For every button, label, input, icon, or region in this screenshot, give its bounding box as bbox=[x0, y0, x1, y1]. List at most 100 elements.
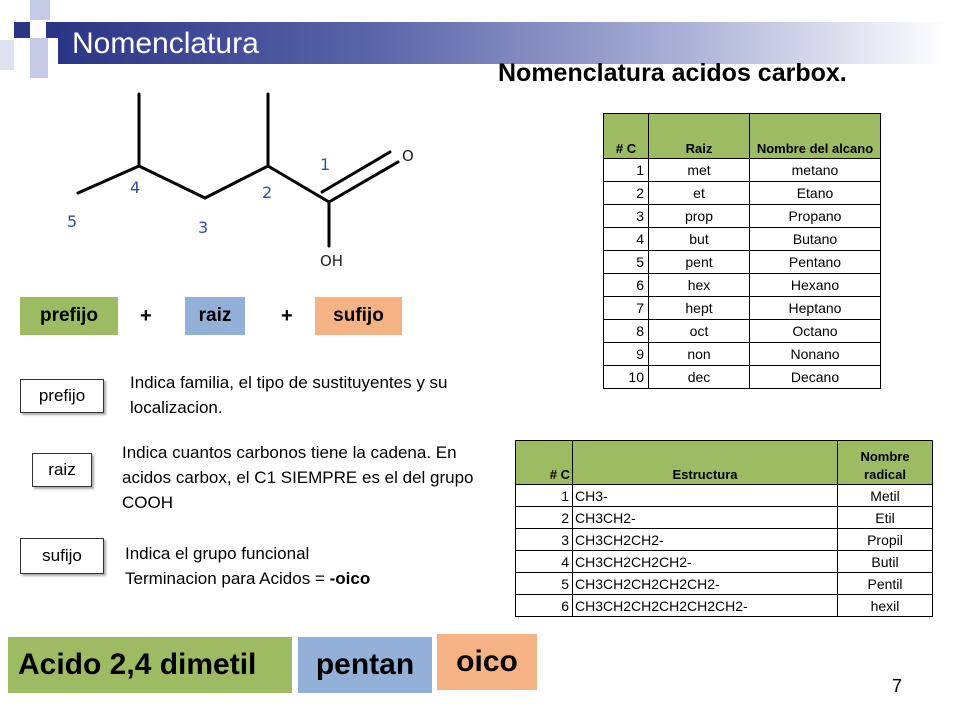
formula-plus-1: + bbox=[140, 305, 152, 327]
radical-row-cell: Metil bbox=[837, 484, 933, 507]
alkane-row-cell: hept bbox=[648, 296, 750, 320]
radical-row-cell: 6 bbox=[515, 594, 573, 617]
bond-c4-c3 bbox=[137, 164, 207, 200]
radical-row-cell: 1 bbox=[515, 484, 573, 507]
alkane-row-cell: 1 bbox=[603, 158, 649, 182]
carbon-number-1: 1 bbox=[320, 155, 331, 174]
alkane-row-cell: Octano bbox=[749, 319, 881, 343]
radical-row-cell: Propil bbox=[837, 528, 933, 551]
alkane-row-cell: Propano bbox=[749, 204, 881, 228]
alkane-row-cell: 7 bbox=[603, 296, 649, 320]
alkane-row-cell: 5 bbox=[603, 250, 649, 274]
decor-square-1 bbox=[14, 22, 30, 38]
section-subtitle: Nomenclatura acidos carbox. bbox=[498, 59, 847, 87]
alkane-row-cell: Hexano bbox=[749, 273, 881, 297]
radical-table-header: # C Estructura Nombre radical bbox=[515, 440, 933, 485]
definition-suffix: Indica el grupo funcional Terminacion pa… bbox=[125, 541, 485, 591]
alkane-row-cell: et bbox=[648, 181, 750, 205]
radical-row-cell: CH3CH2CH2CH2- bbox=[572, 550, 838, 573]
alkane-row-cell: met bbox=[648, 158, 750, 182]
term-prefix-box: prefijo bbox=[20, 379, 104, 413]
radical-row-cell: Butil bbox=[837, 550, 933, 573]
page-number: 7 bbox=[892, 676, 903, 696]
carbon-number-3: 3 bbox=[198, 218, 209, 237]
definition-prefix: Indica familia, el tipo de sustituyentes… bbox=[130, 373, 448, 417]
alkane-row-cell: 3 bbox=[603, 204, 649, 228]
alkane-header-name: Nombre del alcano bbox=[749, 113, 881, 159]
radical-row-cell: Pentil bbox=[837, 572, 933, 595]
radical-header-nc: # C bbox=[515, 440, 573, 485]
alkane-row-cell: Decano bbox=[749, 365, 881, 389]
alkane-row-cell: non bbox=[648, 342, 750, 366]
alkane-row-cell: dec bbox=[648, 365, 750, 389]
definition-suffix-line1: Indica el grupo funcional bbox=[125, 544, 310, 563]
alkane-row-cell: 8 bbox=[603, 319, 649, 343]
alkane-row-cell: 4 bbox=[603, 227, 649, 251]
alkane-row-cell: Heptano bbox=[749, 296, 881, 320]
structure-diagram bbox=[76, 92, 400, 248]
radical-header-structure: Estructura bbox=[572, 440, 838, 485]
definition-suffix-line2-text: Terminacion para Acidos = bbox=[125, 569, 330, 588]
alkane-row-cell: pent bbox=[648, 250, 750, 274]
page-title: Nomenclatura bbox=[72, 27, 259, 60]
alkane-row-cell: oct bbox=[648, 319, 750, 343]
radical-row-cell: 2 bbox=[515, 506, 573, 529]
radical-row-cell: 5 bbox=[515, 572, 573, 595]
formula-plus-2: + bbox=[281, 305, 293, 327]
alkane-header-root: Raiz bbox=[648, 113, 750, 159]
bond-c1-o-b bbox=[320, 150, 392, 194]
radical-header-name: Nombre radical bbox=[837, 440, 933, 485]
radical-row-cell: CH3CH2CH2CH2CH2- bbox=[572, 572, 838, 595]
term-suffix-box: sufijo bbox=[20, 538, 104, 574]
decor-square-5 bbox=[0, 40, 14, 70]
answer-part1: Acido 2,4 dimetil bbox=[8, 637, 292, 693]
alkane-row-cell: 6 bbox=[603, 273, 649, 297]
radical-row-cell: CH3CH2CH2- bbox=[572, 528, 838, 551]
alkane-row-cell: Etano bbox=[749, 181, 881, 205]
alkane-row-cell: Nonano bbox=[749, 342, 881, 366]
radical-row-cell: CH3CH2- bbox=[572, 506, 838, 529]
atom-oh: OH bbox=[320, 252, 344, 270]
radical-row-cell: hexil bbox=[837, 594, 933, 617]
alkane-row-cell: hex bbox=[648, 273, 750, 297]
title-bar bbox=[58, 22, 948, 64]
alkane-row-cell: metano bbox=[749, 158, 881, 182]
definition-suffix-ending: -oico bbox=[329, 569, 371, 588]
formula-suffix: sufijo bbox=[315, 297, 402, 335]
alkane-row-cell: Butano bbox=[749, 227, 881, 251]
formula-prefix: prefijo bbox=[20, 297, 118, 335]
radical-row-cell: Etil bbox=[837, 506, 933, 529]
carbon-number-5: 5 bbox=[67, 212, 78, 231]
answer-part3: oico bbox=[437, 634, 537, 690]
formula-root: raiz bbox=[185, 297, 245, 335]
decor-square-2 bbox=[30, 0, 50, 20]
alkane-table-header: # C Raiz Nombre del alcano bbox=[603, 113, 881, 159]
definition-root: Indica cuantos carbonos tiene la cadena.… bbox=[122, 443, 474, 512]
answer-part2: pentan bbox=[298, 637, 432, 693]
alkane-row-cell: Pentano bbox=[749, 250, 881, 274]
carbon-number-2: 2 bbox=[262, 183, 273, 202]
definition-suffix-line2: Terminacion para Acidos = -oico bbox=[125, 566, 485, 591]
alkane-row-cell: but bbox=[648, 227, 750, 251]
alkane-row-cell: prop bbox=[648, 204, 750, 228]
alkane-row-cell: 2 bbox=[603, 181, 649, 205]
atom-o: O bbox=[402, 147, 414, 165]
radical-row-cell: 4 bbox=[515, 550, 573, 573]
